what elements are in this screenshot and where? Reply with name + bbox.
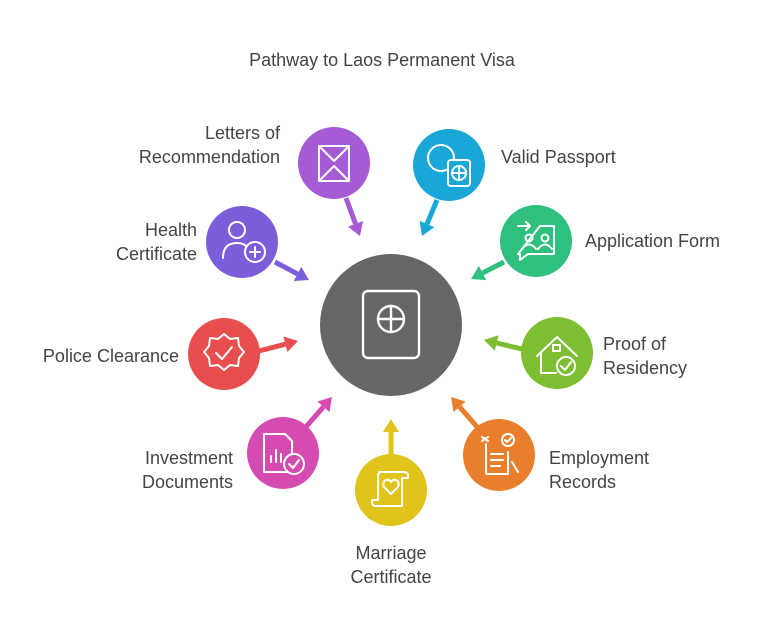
label-letters: Letters of Recommendation — [138, 123, 280, 167]
arrow-head — [451, 397, 466, 413]
arrow-head — [383, 419, 399, 432]
arrow-shaft — [457, 405, 480, 430]
label-employment: Employment Records — [549, 448, 650, 492]
chart-document-icon — [263, 433, 305, 475]
node-passport — [413, 129, 485, 201]
arrow-head — [347, 221, 364, 236]
arrow-head — [317, 397, 332, 413]
arrow-residency — [484, 335, 523, 352]
label-marriage: Marriage Certificate — [350, 543, 432, 587]
node-residency — [521, 317, 593, 389]
form-people-icon — [517, 221, 555, 261]
node-letters — [298, 127, 370, 199]
arrow-head — [419, 220, 435, 236]
passport-icon — [361, 289, 421, 360]
arrow-shaft — [496, 340, 523, 352]
arrow-shaft — [343, 197, 358, 225]
arrow-head — [293, 266, 309, 281]
envelope-icon — [318, 145, 350, 182]
label-residency: Proof of Residency — [603, 334, 688, 378]
arrow-shaft — [258, 341, 287, 354]
diagram-title: Pathway to Laos Permanent Visa — [249, 50, 515, 70]
arrow-police — [258, 336, 298, 354]
passport-globe-icon — [427, 144, 471, 187]
user-medical-icon — [222, 221, 266, 263]
arrow-shaft — [303, 405, 326, 430]
badge-check-icon — [203, 333, 245, 371]
center-node — [320, 254, 462, 396]
label-passport: Valid Passport — [501, 147, 616, 167]
arrow-head — [283, 336, 298, 352]
label-health: Health Certificate — [115, 220, 197, 264]
arrow-shaft — [273, 259, 299, 277]
arrow-marriage — [383, 419, 399, 456]
arrow-passport — [419, 199, 440, 236]
arrow-shaft — [424, 199, 440, 225]
checklist-icon — [481, 433, 519, 475]
arrow-head — [471, 265, 487, 281]
scroll-heart-icon — [371, 471, 409, 507]
node-police — [188, 318, 260, 390]
arrow-health — [273, 259, 309, 281]
node-application — [500, 205, 572, 277]
node-marriage — [355, 454, 427, 526]
node-employment — [463, 419, 535, 491]
label-police: Police Clearance — [42, 346, 179, 366]
node-investment — [247, 417, 319, 489]
arrow-shaft — [481, 259, 506, 276]
node-health — [206, 206, 278, 278]
label-application: Application Form — [585, 231, 721, 251]
arrow-application — [471, 259, 506, 281]
house-check-icon — [536, 336, 578, 376]
label-investment: Investment Documents — [141, 448, 233, 492]
arrow-investment — [303, 397, 332, 430]
arrow-employment — [451, 397, 480, 430]
arrow-letters — [343, 197, 364, 236]
arrow-head — [484, 335, 499, 351]
